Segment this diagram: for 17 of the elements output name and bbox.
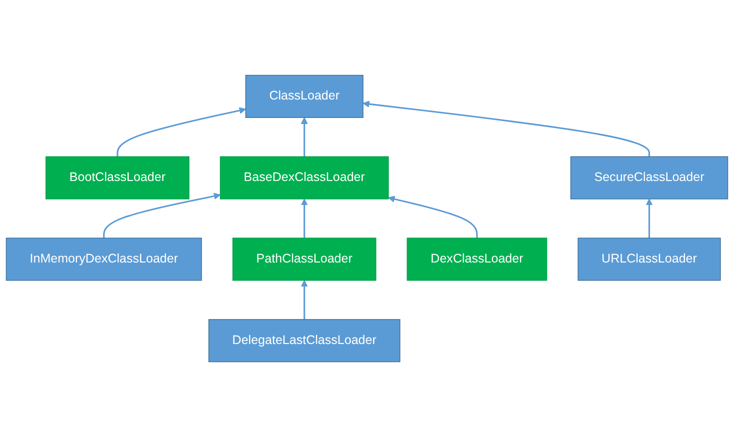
node-box: URLClassLoader <box>578 238 721 281</box>
arrow <box>103 192 221 238</box>
node-box: PathClassLoader <box>232 238 376 281</box>
arrow <box>388 196 478 238</box>
node-box: DexClassLoader <box>406 238 548 281</box>
node-box: BaseDexClassLoader <box>220 156 389 200</box>
arrow <box>646 198 653 238</box>
arrow <box>300 117 308 157</box>
node-box: DelegateLastClassLoader <box>208 319 400 362</box>
arrow <box>116 107 246 157</box>
node-box: BootClassLoader <box>46 156 190 200</box>
node-box: InMemoryDexClassLoader <box>6 238 202 281</box>
arrow <box>362 100 650 157</box>
arrow <box>300 280 308 320</box>
node-box: ClassLoader <box>245 74 364 118</box>
node-box: SecureClassLoader <box>570 156 728 200</box>
arrow <box>300 198 308 238</box>
